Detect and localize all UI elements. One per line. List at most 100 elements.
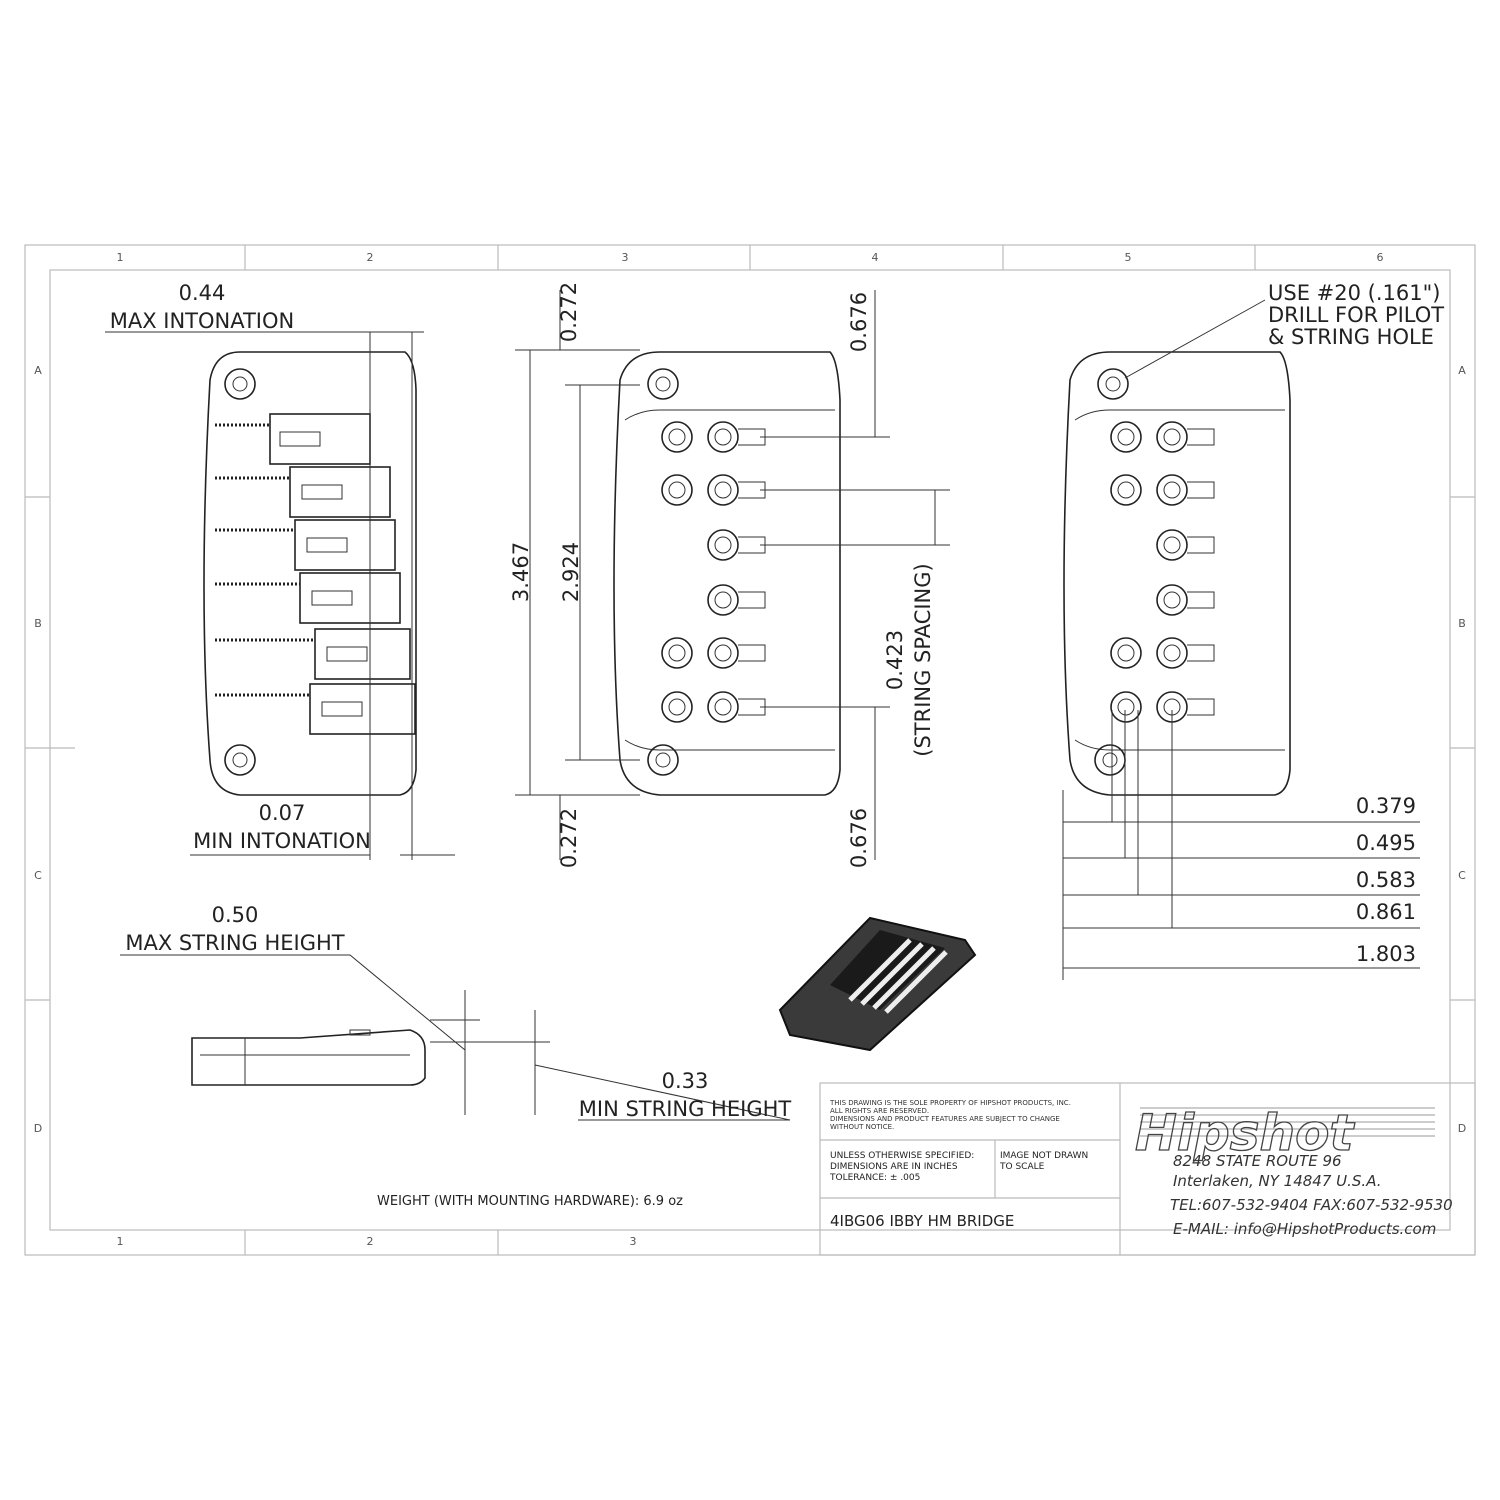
- string-slot: [738, 644, 766, 662]
- springs: [215, 423, 315, 697]
- string-holes: [661, 421, 766, 723]
- string-hole: [1156, 474, 1188, 506]
- string-hole: [714, 481, 732, 499]
- string-hole: [707, 474, 739, 506]
- svg-text:TEL:607-532-9404 FAX:607-532-9: TEL:607-532-9404 FAX:607-532-9530: [1170, 1196, 1453, 1214]
- svg-text:MAX STRING HEIGHT: MAX STRING HEIGHT: [125, 931, 344, 955]
- svg-text:6: 6: [1377, 251, 1384, 264]
- string-slot: [1187, 698, 1215, 716]
- svg-text:A: A: [1458, 364, 1466, 377]
- svg-text:0.50: 0.50: [212, 903, 259, 927]
- svg-text:2: 2: [367, 1235, 374, 1248]
- string-hole: [668, 644, 686, 662]
- string-hole: [1117, 644, 1135, 662]
- string-hole: [1156, 421, 1188, 453]
- svg-text:Interlaken, NY 14847 U.S.A.: Interlaken, NY 14847 U.S.A.: [1173, 1172, 1382, 1190]
- string-slot: [1187, 536, 1215, 554]
- string-hole: [707, 421, 739, 453]
- dim-0495: 0.495: [1356, 831, 1416, 855]
- svg-text:B: B: [1458, 617, 1466, 630]
- hole-span-dim: 2.924: [559, 542, 583, 602]
- string-hole: [707, 691, 739, 723]
- dim-0379: 0.379: [1356, 794, 1416, 818]
- top-offset-dim: 0.272: [557, 282, 581, 342]
- string-hole: [1163, 536, 1181, 554]
- string-hole: [1163, 644, 1181, 662]
- string-hole: [668, 698, 686, 716]
- svg-text:THIS DRAWING IS THE SOLE PROPE: THIS DRAWING IS THE SOLE PROPERTY OF HIP…: [829, 1099, 1071, 1107]
- top-string-offset-dim: 0.676: [847, 292, 871, 352]
- center-top-view: 3.467 2.924 0.272 0.272 0.676 0.676 0.42…: [509, 282, 950, 868]
- svg-text:1: 1: [117, 1235, 124, 1248]
- title-block: THIS DRAWING IS THE SOLE PROPERTY OF HIP…: [819, 1082, 1476, 1256]
- svg-text:D: D: [1458, 1122, 1466, 1135]
- string-hole: [1117, 698, 1135, 716]
- svg-text:TO SCALE: TO SCALE: [999, 1162, 1045, 1172]
- min-intonation-label: MIN INTONATION: [193, 829, 371, 853]
- string-hole: [1163, 428, 1181, 446]
- string-slot: [1187, 644, 1215, 662]
- svg-text:B: B: [34, 617, 42, 630]
- overall-length-dim: 3.467: [509, 542, 533, 602]
- svg-text:2: 2: [367, 251, 374, 264]
- string-spacing-label: (STRING SPACING): [911, 563, 935, 756]
- string-hole: [668, 481, 686, 499]
- string-hole: [714, 428, 732, 446]
- string-hole: [661, 637, 693, 669]
- svg-text:& STRING HOLE: & STRING HOLE: [1268, 325, 1434, 349]
- svg-text:C: C: [1458, 869, 1466, 882]
- string-hole: [1110, 691, 1142, 723]
- svg-text:D: D: [34, 1122, 42, 1135]
- svg-text:DRILL FOR PILOT: DRILL FOR PILOT: [1268, 303, 1444, 327]
- string-slot: [1187, 481, 1215, 499]
- svg-text:C: C: [34, 869, 42, 882]
- svg-text:E-MAIL: info@HipshotProducts.c: E-MAIL: info@HipshotProducts.com: [1173, 1220, 1436, 1238]
- string-hole: [714, 644, 732, 662]
- string-hole: [714, 698, 732, 716]
- svg-text:IMAGE NOT DRAWN: IMAGE NOT DRAWN: [1000, 1151, 1088, 1161]
- string-hole: [714, 591, 732, 609]
- string-slot: [738, 591, 766, 609]
- string-hole: [1110, 421, 1142, 453]
- svg-text:UNLESS OTHERWISE SPECIFIED:: UNLESS OTHERWISE SPECIFIED:: [830, 1151, 974, 1161]
- string-hole: [1156, 637, 1188, 669]
- right-top-view: USE #20 (.161") DRILL FOR PILOT & STRING…: [1062, 281, 1444, 980]
- max-intonation-value: 0.44: [179, 281, 226, 305]
- hipshot-logo: Hipshot: [1134, 1103, 1435, 1163]
- svg-text:DIMENSIONS AND PRODUCT FEATURE: DIMENSIONS AND PRODUCT FEATURES ARE SUBJ…: [830, 1115, 1060, 1123]
- svg-text:8248 STATE ROUTE 96: 8248 STATE ROUTE 96: [1173, 1152, 1342, 1170]
- string-hole: [707, 637, 739, 669]
- string-hole: [661, 421, 693, 453]
- svg-text:A: A: [34, 364, 42, 377]
- dim-0861: 0.861: [1356, 900, 1416, 924]
- weight-note: WEIGHT (WITH MOUNTING HARDWARE): 6.9 oz: [377, 1194, 683, 1209]
- bottom-string-offset-dim: 0.676: [847, 808, 871, 868]
- string-hole: [661, 474, 693, 506]
- svg-text:1: 1: [117, 251, 124, 264]
- svg-text:WITHOUT NOTICE.: WITHOUT NOTICE.: [830, 1123, 894, 1131]
- string-hole: [668, 428, 686, 446]
- bridge-3d-render: [778, 916, 977, 1052]
- svg-text:MIN STRING HEIGHT: MIN STRING HEIGHT: [579, 1097, 792, 1121]
- svg-text:5: 5: [1125, 251, 1132, 264]
- svg-text:USE #20 (.161"): USE #20 (.161"): [1268, 281, 1440, 305]
- string-hole: [1117, 481, 1135, 499]
- max-intonation-label: MAX INTONATION: [110, 309, 295, 333]
- string-hole: [1156, 584, 1188, 616]
- string-hole: [1163, 481, 1181, 499]
- string-hole: [1110, 474, 1142, 506]
- string-hole: [714, 536, 732, 554]
- dim-0583: 0.583: [1356, 868, 1416, 892]
- svg-text:ALL RIGHTS ARE RESERVED.: ALL RIGHTS ARE RESERVED.: [830, 1107, 929, 1115]
- svg-text:Hipshot: Hipshot: [1135, 1104, 1355, 1162]
- min-intonation-value: 0.07: [259, 801, 306, 825]
- svg-text:3: 3: [622, 251, 629, 264]
- svg-text:0.33: 0.33: [662, 1069, 709, 1093]
- svg-text:DIMENSIONS ARE IN INCHES: DIMENSIONS ARE IN INCHES: [830, 1162, 958, 1172]
- string-hole: [707, 584, 739, 616]
- string-spacing-value: 0.423: [883, 630, 907, 690]
- string-holes: [1110, 421, 1215, 723]
- string-hole: [661, 691, 693, 723]
- svg-text:TOLERANCE: ± .005: TOLERANCE: ± .005: [829, 1173, 920, 1183]
